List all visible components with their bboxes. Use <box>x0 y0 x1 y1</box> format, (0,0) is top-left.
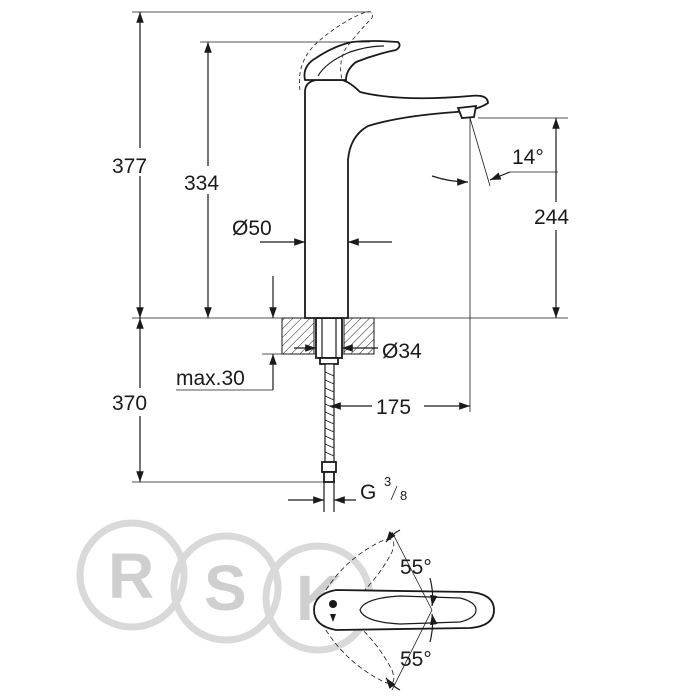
dim-377-label: 377 <box>112 155 147 178</box>
dim-g-label: G <box>360 481 376 504</box>
dim-tilt-angle <box>431 117 558 412</box>
dim-below-deck <box>112 318 330 483</box>
dim-outlet-height <box>478 117 584 318</box>
supply-hose <box>321 363 337 512</box>
angle-lower-label: 55° <box>400 648 432 671</box>
dim-total-height <box>112 11 370 318</box>
dim-g-numerator: 3 <box>384 474 391 489</box>
dim-reach <box>330 392 470 420</box>
dim-370-label: 370 <box>112 392 147 415</box>
angle-upper-label: 55° <box>400 556 432 579</box>
dim-244-label: 244 <box>534 206 569 229</box>
faucet-body <box>299 11 489 319</box>
dim-max30-label: max.30 <box>176 367 245 390</box>
watermark-letter-r: R <box>108 540 154 612</box>
top-view <box>313 529 495 691</box>
dim-spout-height <box>180 41 370 318</box>
dim-o50-label: Ø50 <box>232 217 272 240</box>
dim-connection <box>288 485 398 504</box>
watermark-letter-s: S <box>204 552 247 624</box>
dim-o34-label: Ø34 <box>382 340 422 363</box>
dim-max-thickness <box>176 276 282 391</box>
dim-14-label: 14° <box>512 146 544 169</box>
dim-g-denominator: 8 <box>400 488 407 503</box>
mounting-shank <box>315 317 343 365</box>
dim-175-label: 175 <box>376 396 411 419</box>
dim-334-label: 334 <box>184 172 219 195</box>
